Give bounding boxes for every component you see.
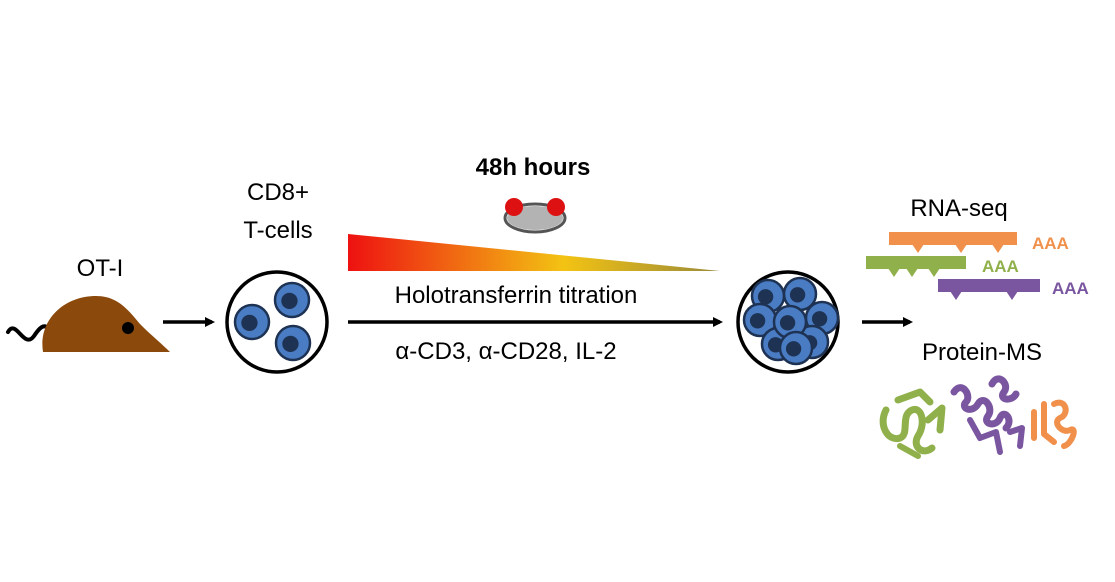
transcript-green-tail: AAA [982,257,1019,276]
cd8-label-line1: CD8+ [247,179,309,206]
cell [782,276,818,312]
cell-well-icon [225,270,329,374]
expanded-cell-well-icon [736,270,840,374]
ot1-label: OT-I [77,255,124,282]
stimulation-label: α-CD3, α-CD28, IL-2 [395,338,616,365]
transcript-purple-tail: AAA [1052,279,1089,298]
duration-label: 48h hours [476,154,591,181]
protein-orange-icon [1031,399,1077,449]
culture-plate-icon [503,198,567,234]
transcript-purple: AAA [938,279,1089,300]
transcript-green: AAA [866,256,1019,277]
cell [274,324,312,362]
cell [778,330,814,366]
protein-green-icon [879,388,946,459]
mouse-body [42,296,170,352]
cell [233,303,271,341]
cell [772,304,808,340]
transcript-orange-tail: AAA [1032,234,1069,253]
cd8-label-line2: T-cells [243,217,312,244]
titration-label: Holotransferrin titration [395,282,638,309]
mouse-icon [6,296,170,352]
protein-purple-icon [950,375,1025,455]
protein-label: Protein-MS [922,339,1042,366]
rnaseq-label: RNA-seq [910,195,1007,222]
titration-gradient [348,234,720,271]
cell [273,281,311,319]
transcript-orange: AAA [889,232,1069,253]
